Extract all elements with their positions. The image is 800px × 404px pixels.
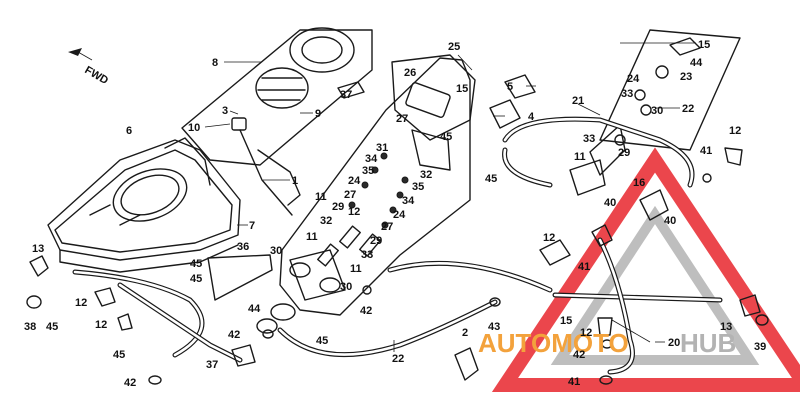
callout-part-30-a: 30 (270, 245, 282, 257)
callout-part-18: 20 (668, 337, 680, 349)
callout-part-45-b: 45 (190, 273, 202, 285)
callout-part-39-right: 39 (754, 341, 766, 353)
callout-part-39-left: 38 (24, 321, 36, 333)
callout-part-34-a: 34 (365, 153, 378, 165)
callout-part-17: 12 (95, 319, 107, 331)
callout-part-11-d: 11 (315, 191, 327, 203)
watermark-triangle-outer (491, 147, 800, 392)
callout-part-44: 44 (690, 57, 703, 69)
callout-part-13-right: 13 (720, 321, 732, 333)
callout-part-16: 12 (75, 297, 87, 309)
callout-part-26: 26 (404, 67, 416, 79)
callout-part-41-b: 41 (578, 261, 590, 273)
callout-part-12-b: 12 (729, 125, 741, 137)
callout-part-14: 15 (456, 83, 468, 95)
callout-part-34-b: 34 (402, 195, 415, 207)
watermark-text: AUTOMOTO HUB (478, 328, 736, 358)
callout-part-43: 44 (248, 303, 261, 315)
callout-part-30-b: 30 (340, 281, 352, 293)
callout-part-23: 23 (680, 71, 692, 83)
callout-part-22: 15 (698, 39, 710, 51)
watermark-triangle-inner (550, 205, 760, 365)
right-valve-group (569, 29, 741, 196)
callout-part-8: 8 (212, 57, 218, 69)
callout-part-28: 27 (396, 113, 408, 125)
part-callouts: 8 9 3 10 1 37 6 7 13 36 45 45 12 38 45 1… (24, 39, 766, 389)
callout-part-25: 25 (448, 41, 460, 53)
callout-part-40-a: 40 (604, 197, 616, 209)
callout-part-33-a: 32 (320, 215, 332, 227)
callout-part-45-e: 45 (316, 335, 328, 347)
callout-part-37: 37 (340, 89, 352, 101)
callout-part-12-d: 12 (580, 327, 592, 339)
callout-part-20: 22 (392, 353, 404, 365)
air-cleaner-housing (47, 137, 241, 273)
watermark-text-hub: HUB (680, 328, 736, 358)
callout-part-32-a: 31 (376, 142, 388, 154)
callout-part-10: 10 (188, 122, 200, 134)
callout-part-12-a: 12 (348, 206, 360, 218)
callout-part-42-d: 43 (488, 321, 500, 333)
callout-part-29-a: 29 (332, 201, 344, 213)
callout-part-11-a: 11 (306, 231, 318, 243)
callout-part-6: 6 (126, 125, 132, 137)
callout-part-1: 1 (292, 175, 298, 187)
callout-part-29-b: 29 (370, 235, 382, 247)
callout-part-2: 2 (462, 327, 468, 339)
callout-part-14-b: 15 (560, 315, 572, 327)
callout-part-7: 7 (249, 220, 255, 232)
callout-part-24-b: 24 (393, 209, 406, 221)
callout-part-36: 36 (237, 241, 249, 253)
callout-part-33-b: 33 (361, 249, 373, 261)
hose-lines (72, 116, 723, 375)
callout-part-21: 22 (682, 103, 694, 115)
callout-part-35-a: 35 (362, 165, 374, 177)
callout-part-35-b: 35 (412, 181, 424, 193)
callout-part-3: 3 (222, 105, 228, 117)
callout-part-27-b: 27 (381, 221, 393, 233)
callout-part-12-c: 12 (543, 232, 555, 244)
callout-part-15: 16 (633, 177, 645, 189)
callout-part-45-f: 45 (440, 131, 452, 143)
callout-part-45-a: 45 (190, 258, 202, 270)
watermark-text-automoto: AUTOMOTO (478, 328, 629, 358)
callout-part-24-a: 24 (348, 175, 361, 187)
callout-part-40-c: 41 (568, 376, 580, 388)
callout-part-5: 5 (507, 81, 513, 93)
callout-part-42-a: 42 (124, 377, 136, 389)
callout-part-27-a: 27 (344, 189, 356, 201)
front-direction-marker: FWD (68, 48, 110, 87)
callout-part-19: 21 (572, 95, 584, 107)
callout-part-41-c: 42 (573, 349, 585, 361)
fwd-label: FWD (83, 64, 111, 87)
arrow-icon (68, 48, 82, 56)
callout-part-33-d: 33 (621, 88, 633, 100)
callout-part-45-d: 45 (113, 349, 125, 361)
throttle-body-assembly (256, 54, 536, 334)
watermark-logo (491, 147, 800, 392)
callout-part-4: 4 (528, 111, 535, 123)
air-filter-group (181, 27, 373, 216)
callout-part-32-b: 32 (420, 169, 432, 181)
leader-lines (204, 42, 696, 352)
callout-part-40-b: 40 (664, 215, 676, 227)
callout-part-11-b: 11 (350, 263, 362, 275)
callout-part-45-g: 45 (485, 173, 497, 185)
callout-part-24-c: 24 (627, 73, 640, 85)
callout-part-9: 9 (315, 108, 321, 120)
fittings (26, 147, 769, 385)
callout-part-33-c: 33 (583, 133, 595, 145)
callout-part-42-c: 42 (360, 305, 372, 317)
callout-part-31: 30 (651, 105, 663, 117)
callout-part-42-b: 42 (228, 329, 240, 341)
callout-part-29-c: 29 (618, 147, 630, 159)
callout-part-38: 37 (206, 359, 218, 371)
callout-part-41-a: 41 (700, 145, 712, 157)
callout-part-45-c: 45 (46, 321, 58, 333)
callout-part-13-left: 13 (32, 243, 44, 255)
callout-part-11-c: 11 (574, 151, 586, 163)
